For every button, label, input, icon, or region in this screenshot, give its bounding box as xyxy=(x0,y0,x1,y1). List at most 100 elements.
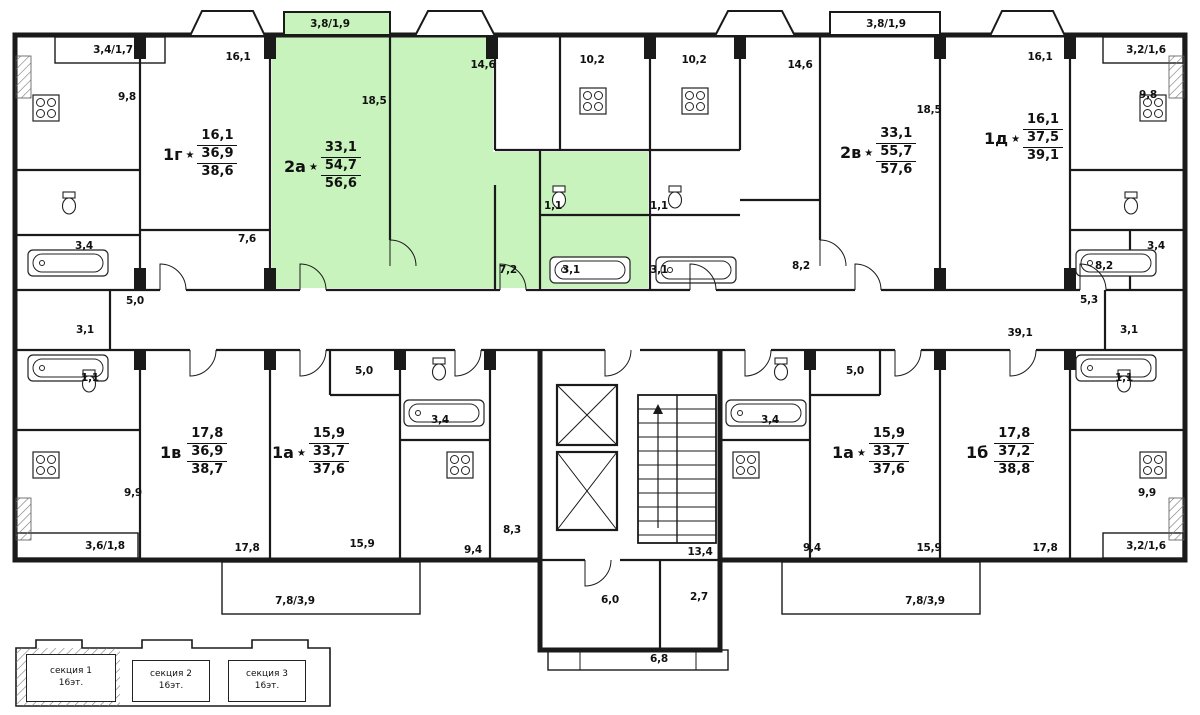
area-label: 39,1 xyxy=(1007,327,1033,339)
section-1-button[interactable]: секция 1 16эт. xyxy=(26,654,116,702)
outer-walls xyxy=(12,32,1188,563)
area-label: 10,2 xyxy=(681,54,707,66)
area-label: 7,6 xyxy=(237,233,257,245)
area-label: 9,9 xyxy=(1137,487,1157,499)
area-label: 8,2 xyxy=(791,260,811,272)
apartment-2v[interactable]: 2в ★ 33,1 55,7 57,6 xyxy=(840,126,917,179)
area-label: 7,8/3,9 xyxy=(275,595,315,607)
total-area-with-balcony: 57,6 xyxy=(880,161,913,177)
living-area: 33,1 xyxy=(876,126,917,144)
area-label: 5,0 xyxy=(354,365,374,377)
area-label: 18,5 xyxy=(361,95,387,107)
area-label: 16,1 xyxy=(225,51,251,63)
area-label: 17,8 xyxy=(1032,542,1058,554)
loggia xyxy=(1102,532,1184,559)
apartment-1b[interactable]: 1б 17,8 37,2 38,8 xyxy=(966,426,1035,479)
area-label: 14,6 xyxy=(787,59,813,71)
living-area: 17,8 xyxy=(994,426,1035,444)
bay-window xyxy=(413,10,497,37)
living-area: 17,8 xyxy=(187,426,228,444)
area-label: 13,4 xyxy=(687,546,713,558)
living-area: 15,9 xyxy=(868,426,909,444)
area-label: 3,8/1,9 xyxy=(866,18,906,30)
apartment-code: 1в xyxy=(160,442,182,462)
living-area: 15,9 xyxy=(308,426,349,444)
area-label: 15,9 xyxy=(349,538,375,550)
total-area-with-balcony: 37,6 xyxy=(872,461,905,477)
entry-porch xyxy=(547,649,729,671)
section-floors: 16эт. xyxy=(254,681,280,691)
total-area: 54,7 xyxy=(320,158,361,176)
apartment-1v[interactable]: 1в 17,8 36,9 38,7 xyxy=(160,426,228,479)
section-name: секция 1 xyxy=(50,666,92,677)
total-area-with-balcony: 56,6 xyxy=(324,175,357,191)
apartment-code: 2а xyxy=(284,156,306,176)
living-area: 16,1 xyxy=(1023,112,1064,130)
elite-star-icon: ★ xyxy=(864,148,874,160)
apartment-1a-left[interactable]: 1а ★ 15,9 33,7 37,6 xyxy=(272,426,349,479)
area-label: 1,1 xyxy=(543,200,563,212)
section-floors: 16эт. xyxy=(158,681,184,691)
section-name: секция 3 xyxy=(246,669,288,680)
area-label: 3,8/1,9 xyxy=(310,18,350,30)
apartment-1g[interactable]: 1г ★ 16,1 36,9 38,6 xyxy=(163,128,238,181)
area-label: 7,2 xyxy=(498,264,518,276)
bay-window xyxy=(988,10,1067,37)
loggias-and-balconies xyxy=(16,36,1184,615)
apartment-1a-right[interactable]: 1а ★ 15,9 33,7 37,6 xyxy=(832,426,909,479)
elevator-shaft-2 xyxy=(555,450,619,532)
area-label: 9,4 xyxy=(802,542,822,554)
door-arcs xyxy=(159,239,1107,587)
elite-star-icon: ★ xyxy=(1011,134,1021,146)
area-label: 3,6/1,8 xyxy=(85,540,125,552)
wall-hatching xyxy=(15,55,1185,541)
elevator-shaft-1 xyxy=(555,383,619,447)
area-label: 1,1 xyxy=(80,372,100,384)
area-label: 1,1 xyxy=(1114,372,1134,384)
area-label: 5,0 xyxy=(845,365,865,377)
area-label: 9,8 xyxy=(1138,89,1158,101)
elite-star-icon: ★ xyxy=(185,150,195,162)
apartment-1d[interactable]: 1д ★ 16,1 37,5 39,1 xyxy=(984,112,1064,165)
apartment-2a[interactable]: 2а ★ 33,1 54,7 56,6 xyxy=(284,140,361,193)
area-label: 9,4 xyxy=(463,544,483,556)
area-label: 5,3 xyxy=(1079,294,1099,306)
area-label: 6,8 xyxy=(649,653,669,665)
apartment-code: 1г xyxy=(163,144,183,164)
area-label: 5,0 xyxy=(125,295,145,307)
total-area-with-balcony: 38,6 xyxy=(201,163,234,179)
area-label: 3,4 xyxy=(430,414,450,426)
section-3-button[interactable]: секция 3 16эт. xyxy=(228,660,306,702)
apartment-code: 1а xyxy=(272,442,294,462)
area-label: 2,7 xyxy=(689,591,709,603)
highlight-region-apartment-2a[interactable] xyxy=(272,37,648,288)
area-label: 16,1 xyxy=(1027,51,1053,63)
area-label: 3,2/1,6 xyxy=(1126,44,1166,56)
living-area: 16,1 xyxy=(197,128,238,146)
structural-columns xyxy=(134,37,1076,370)
total-area: 36,9 xyxy=(197,146,238,164)
balcony xyxy=(829,11,941,36)
area-label: 6,0 xyxy=(600,594,620,606)
area-label: 3,2/1,6 xyxy=(1126,540,1166,552)
elite-star-icon: ★ xyxy=(296,448,306,460)
total-area-with-balcony: 37,6 xyxy=(312,461,345,477)
area-label: 3,4 xyxy=(1146,240,1166,252)
total-area: 37,5 xyxy=(1023,130,1064,148)
total-area-with-balcony: 38,8 xyxy=(998,461,1031,477)
interior-walls xyxy=(15,35,1185,650)
staircase xyxy=(637,394,717,544)
area-label: 1,1 xyxy=(649,200,669,212)
area-label: 8,3 xyxy=(502,524,522,536)
total-area: 37,2 xyxy=(994,444,1035,462)
area-label: 3,1 xyxy=(561,264,581,276)
section-2-button[interactable]: секция 2 16эт. xyxy=(132,660,210,702)
total-area-with-balcony: 39,1 xyxy=(1026,147,1060,163)
area-label: 3,1 xyxy=(1119,324,1139,336)
loggia xyxy=(54,36,166,64)
area-label: 9,9 xyxy=(123,487,143,499)
balcony xyxy=(781,561,981,615)
apartment-code: 1а xyxy=(832,442,854,462)
